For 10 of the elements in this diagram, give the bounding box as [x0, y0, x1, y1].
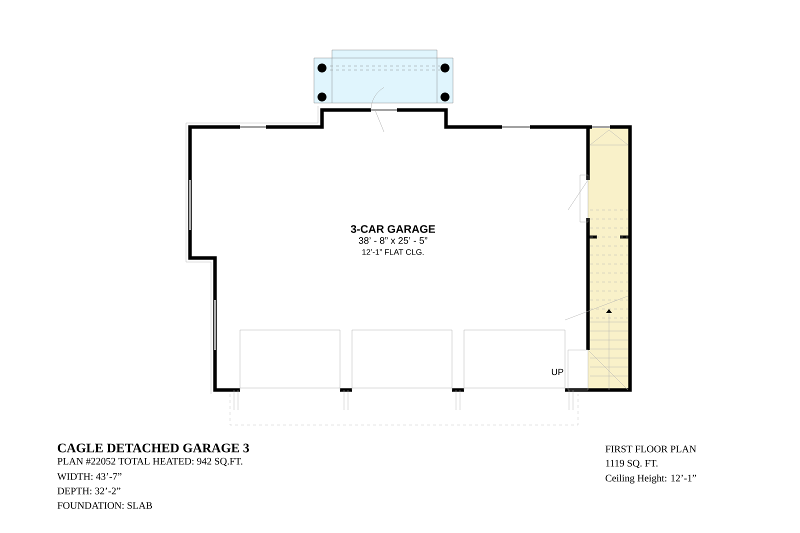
- plan-info-text: WIDTH: 43’-7”: [57, 473, 122, 480]
- plan-info-text: FIRST FLOOR PLAN: [606, 446, 696, 452]
- plan-info-text: 1119 SQ. FT.: [606, 460, 658, 468]
- room-label: 3-CAR GARAGE 38’ - 8” x 25’ - 5” 12’-1” FLAT CLG.: [350, 225, 436, 255]
- plan-info-text: PLAN #22052 TOTAL HEATED: 942 SQ.FT.: [57, 458, 242, 466]
- plan-title: CAGLE DETACHED GARAGE 3: [58, 444, 249, 452]
- plan-info-text: Ceiling Height: 12’-1”: [606, 474, 696, 484]
- plan-info-text: DEPTH: 32’-2”: [57, 488, 120, 494]
- plan-info-text: FOUNDATION: SLAB: [57, 502, 152, 509]
- stair-label: UP: [552, 368, 564, 376]
